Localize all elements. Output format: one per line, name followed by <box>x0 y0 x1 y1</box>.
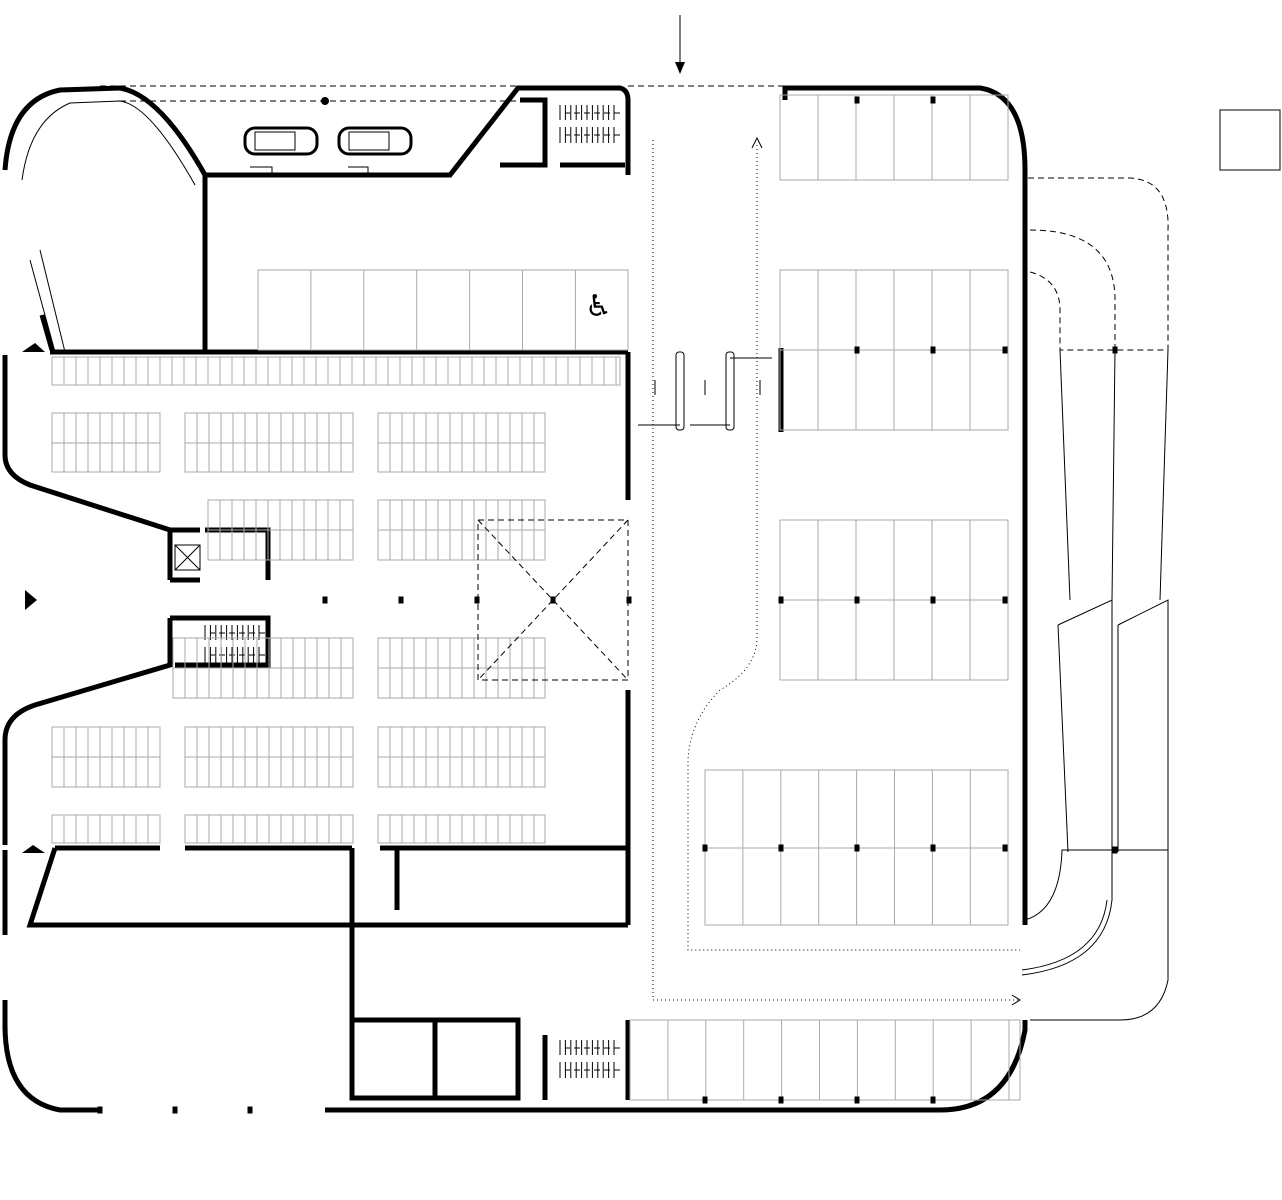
section-marker <box>22 343 45 352</box>
parking-bay-group <box>779 269 1009 431</box>
column <box>322 596 328 604</box>
legend-square <box>1219 109 1281 171</box>
parking-bay-group <box>377 499 546 561</box>
ramp <box>1021 177 1169 1021</box>
columns <box>97 96 1118 1114</box>
column <box>930 1096 936 1104</box>
bollard <box>250 166 369 175</box>
column <box>1002 346 1008 354</box>
car-icon <box>243 126 319 156</box>
section-marker <box>22 845 45 853</box>
column <box>854 96 860 104</box>
stair-direction <box>210 632 265 656</box>
parking-bay-outline <box>51 814 161 844</box>
parking-bays <box>51 94 1021 1101</box>
wheelchair-icon: ♿ <box>585 289 612 324</box>
walls <box>2 85 1028 1113</box>
column <box>854 346 860 354</box>
column <box>247 1106 253 1114</box>
stair-direction <box>565 112 620 136</box>
parking-bay-group <box>51 814 161 844</box>
column <box>626 596 632 604</box>
car-icon <box>337 126 413 156</box>
parking-bay-group <box>377 412 546 473</box>
column <box>854 1096 860 1104</box>
parking-bay-group <box>377 637 546 699</box>
north-marker-icon <box>25 590 37 610</box>
column <box>930 844 936 852</box>
column <box>172 1106 178 1114</box>
parking-bay-outline <box>257 269 629 351</box>
stair-direction <box>565 1047 620 1071</box>
column <box>1002 596 1008 604</box>
column <box>398 596 404 604</box>
parking-bay-group <box>629 1019 1021 1101</box>
column <box>1002 844 1008 852</box>
column <box>930 346 936 354</box>
parking-bay-group <box>207 499 354 561</box>
parking-bay-group <box>779 94 1009 181</box>
column <box>930 596 936 604</box>
parking-bay-group <box>51 412 161 473</box>
parking-bay-group <box>184 726 354 788</box>
parking-bay-group <box>779 519 1009 681</box>
column <box>474 596 480 604</box>
parking-bay-group <box>377 726 546 788</box>
driving-path <box>652 136 1021 1006</box>
column <box>778 596 784 604</box>
column <box>550 596 556 604</box>
column <box>702 1096 708 1104</box>
parking-bay-group <box>377 814 546 844</box>
entry-barrier <box>638 351 772 431</box>
column <box>930 96 936 104</box>
column <box>702 844 708 852</box>
column <box>854 596 860 604</box>
parking-bay-group <box>184 412 354 473</box>
column-marker <box>321 97 329 105</box>
parking-bay-group <box>172 637 354 699</box>
parking-bay-outline <box>629 1019 1021 1101</box>
column <box>97 1106 103 1114</box>
entrance-arrow-icon <box>675 15 685 74</box>
stair-icon <box>204 105 620 1078</box>
column <box>778 844 784 852</box>
parking-bay-group <box>257 269 629 351</box>
parking-bay-group <box>51 726 161 788</box>
parking-bay-group <box>51 356 621 386</box>
parking-bay-group <box>184 814 354 844</box>
column <box>854 844 860 852</box>
elevator-icon <box>174 544 201 571</box>
parking-bay-outline <box>51 356 621 386</box>
column <box>778 1096 784 1104</box>
